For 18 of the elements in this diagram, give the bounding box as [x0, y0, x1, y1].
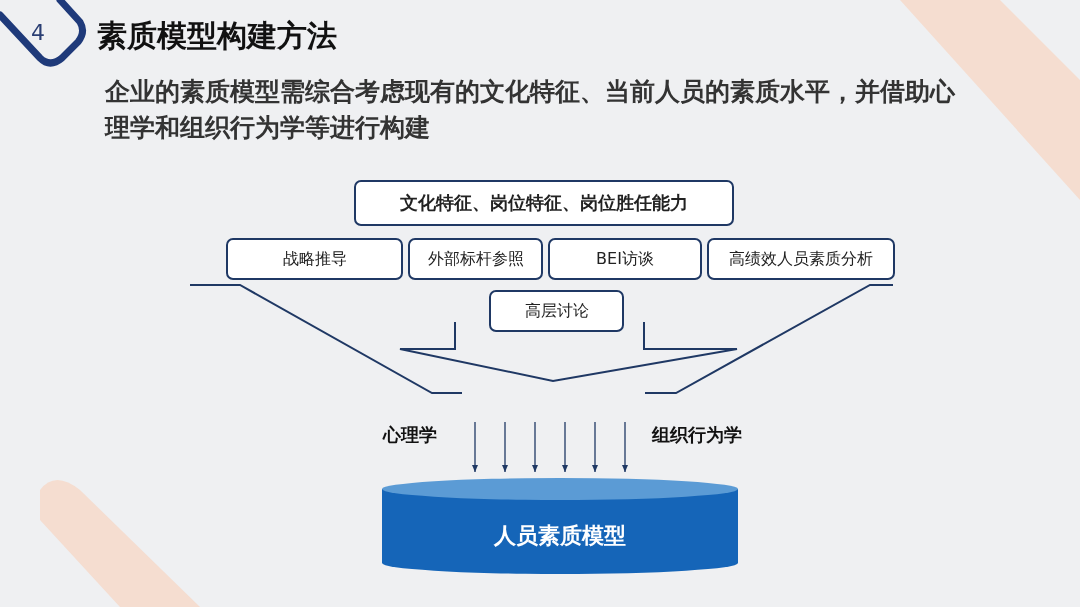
arrow [592, 421, 598, 473]
method-box: 文化特征、岗位特征、岗位胜任能力 [354, 180, 734, 226]
method-box: BEI访谈 [548, 238, 702, 280]
subtitle-text: 企业的素质模型需综合考虑现有的文化特征、当前人员的素质水平，并借助心理学和组织行为学等进行构建 [105, 76, 956, 144]
arrow [532, 421, 538, 473]
method-box: 高绩效人员素质分析 [707, 238, 895, 280]
method-box: 战略推导 [226, 238, 403, 280]
method-box: 外部标杆参照 [408, 238, 543, 280]
number-label: 4 [31, 20, 45, 45]
arrow [502, 421, 508, 473]
arrow [622, 421, 628, 473]
node-label: 人员素质模型 [493, 522, 627, 550]
method-box: 高层讨论 [489, 290, 624, 332]
arrow [472, 421, 478, 473]
discipline-label: 心理学 [383, 423, 437, 447]
discipline-label: 组织行为学 [652, 423, 742, 447]
arrow [562, 421, 568, 473]
slide-title: 素质模型构建方法 [97, 17, 337, 55]
